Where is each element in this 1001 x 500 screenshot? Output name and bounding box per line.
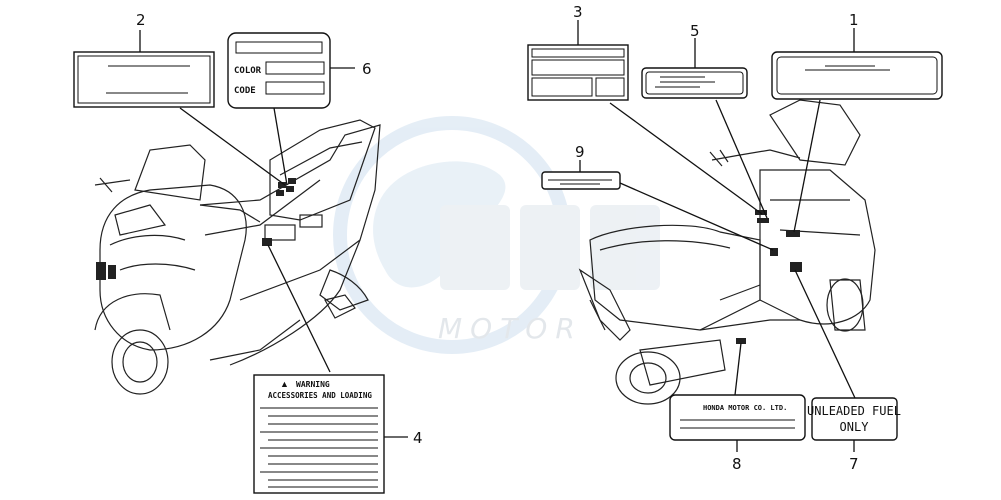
label-9-plate: [541, 171, 621, 190]
warning-text-lines: [260, 407, 378, 488]
label-code-text: CODE: [234, 86, 256, 96]
honda-label-text: HONDA MOTOR CO. LTD.: [703, 404, 787, 412]
watermark: MOTOR: [333, 116, 660, 354]
callout-3: 3: [573, 3, 583, 21]
label-1-plate: [771, 51, 943, 100]
callout-5: 5: [690, 22, 700, 40]
label-2-plate: [73, 51, 215, 108]
callout-8: 8: [732, 455, 742, 473]
label-8-plate: HONDA MOTOR CO. LTD.: [669, 394, 806, 441]
callout-2: 2: [136, 11, 146, 29]
label-6-plate: COLOR CODE: [227, 32, 331, 109]
callout-9: 9: [575, 143, 585, 161]
label-5-plate: [641, 67, 748, 99]
label-4-warning-plate: ▲ WARNING ACCESSORIES AND LOADING: [253, 374, 385, 494]
label-color-text: COLOR: [234, 66, 262, 76]
warning-title: WARNING: [296, 380, 330, 389]
callout-6: 6: [362, 60, 372, 78]
leader-lines: [139, 20, 856, 452]
callout-1: 1: [849, 11, 859, 29]
warning-triangle-icon: ▲: [280, 379, 289, 389]
scooter-left-illustration: [94, 119, 381, 395]
callout-7: 7: [849, 455, 859, 473]
label-7-plate: UNLEADED FUEL ONLY: [807, 397, 901, 441]
scooter-right-illustration: [578, 99, 876, 405]
watermark-text: MOTOR: [438, 312, 583, 345]
callout-4: 4: [413, 429, 423, 447]
label-3-plate: [527, 44, 629, 101]
warning-subtitle: ACCESSORIES AND LOADING: [268, 391, 372, 400]
unleaded-line2: ONLY: [840, 420, 870, 434]
unleaded-line1: UNLEADED FUEL: [807, 404, 901, 418]
